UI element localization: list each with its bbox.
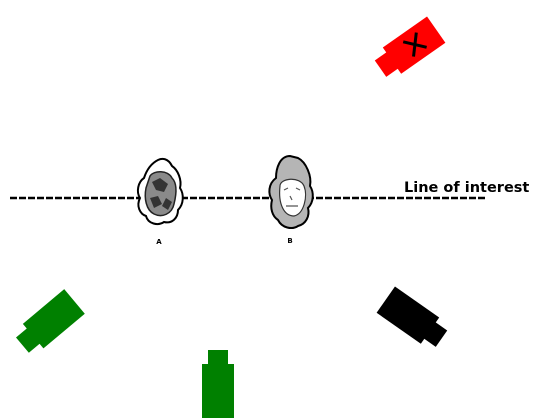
subject-b-head-icon	[269, 156, 312, 228]
camera-black-icon	[377, 287, 451, 352]
subject-a-head-icon	[138, 159, 183, 224]
subject-b-label: B	[287, 237, 292, 245]
camera-green-bottom-icon	[202, 350, 234, 418]
line-of-interest-label: Line of interest	[404, 180, 529, 196]
camera-red-icon	[371, 17, 445, 82]
subject-a-label: A	[156, 238, 162, 246]
camera-green-left-icon	[12, 289, 85, 357]
